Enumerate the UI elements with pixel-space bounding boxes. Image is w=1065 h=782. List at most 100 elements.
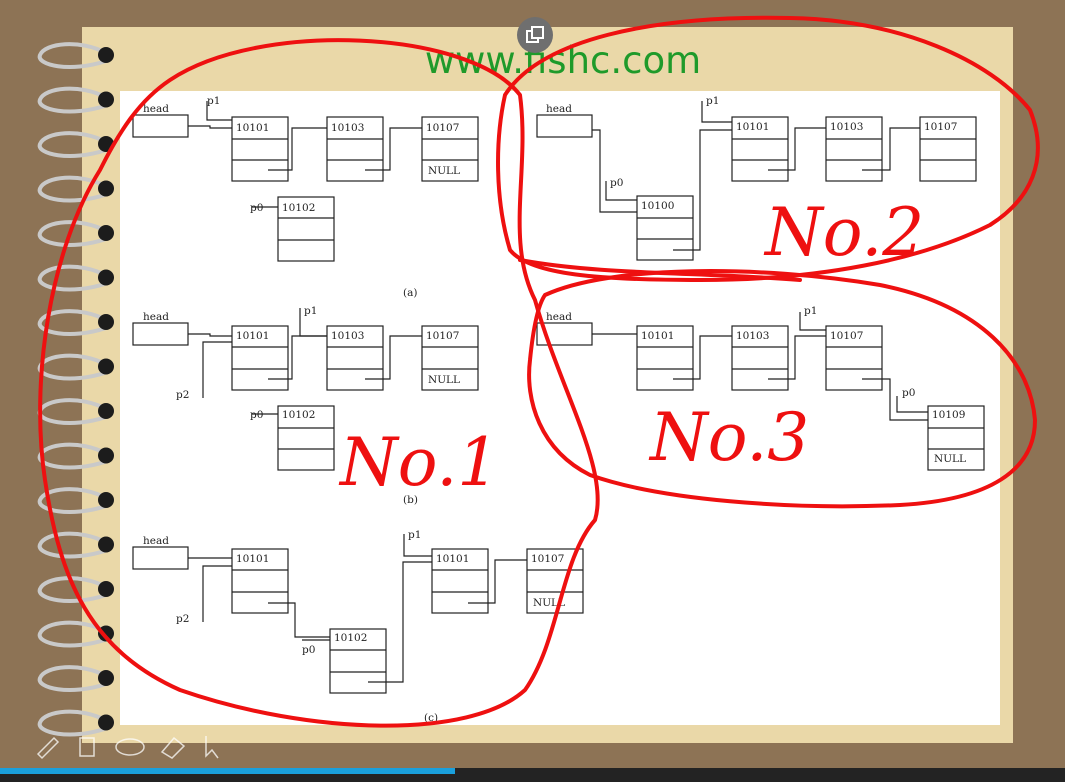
- node-value: 10103: [830, 121, 863, 133]
- p0-label: p0: [610, 177, 623, 189]
- binding-hole: [98, 536, 114, 553]
- binding-hole: [98, 714, 114, 731]
- head-box: [536, 114, 593, 138]
- binding-ring: [37, 442, 107, 470]
- circle-no2: [496, 15, 1040, 282]
- node-value: 10107: [924, 121, 957, 133]
- node-box: [731, 325, 789, 391]
- node-value: 10101: [641, 330, 674, 342]
- binding-ring: [37, 576, 107, 603]
- head-label: head: [143, 311, 169, 323]
- node-box: [927, 405, 985, 471]
- head-label: head: [143, 103, 169, 115]
- eraser-icon[interactable]: [115, 738, 145, 756]
- node-value: 10101: [236, 553, 269, 565]
- node-value: 10101: [736, 121, 769, 133]
- binding-ring: [37, 264, 107, 292]
- node-value: 10103: [331, 122, 364, 134]
- p0-label: p0: [250, 409, 263, 421]
- annotation-no1: No.1: [338, 424, 499, 501]
- binding-ring: [37, 620, 107, 648]
- head-label: head: [143, 535, 169, 547]
- node-value: 10107: [531, 553, 564, 565]
- binding-ring: [37, 175, 107, 203]
- p1-label: p1: [706, 95, 719, 107]
- p1-label: p1: [408, 529, 421, 541]
- binding-ring: [37, 309, 107, 336]
- binding-hole: [98, 447, 114, 464]
- head-label: head: [546, 311, 572, 323]
- node-value: 10101: [236, 122, 269, 134]
- binding-ring: [37, 709, 107, 737]
- node-value: 10101: [436, 553, 469, 565]
- binding-hole: [98, 225, 114, 241]
- binding-ring: [37, 86, 107, 114]
- node-value: 10101: [236, 330, 269, 342]
- node-box: [825, 325, 883, 391]
- node-value: 10107: [830, 330, 863, 342]
- node-box: [421, 116, 479, 182]
- node-value: 10102: [282, 409, 315, 421]
- node-box: [421, 325, 479, 391]
- binding-ring: [37, 487, 107, 514]
- pointer-icon[interactable]: [205, 736, 219, 759]
- circle-no3: [527, 269, 1037, 509]
- binding-hole: [98, 358, 114, 375]
- node-box: [231, 548, 289, 614]
- binding-hole: [98, 269, 114, 286]
- binding-ring: [37, 42, 107, 69]
- node-box: [919, 116, 977, 182]
- diagram-sheet: [120, 91, 1000, 725]
- node-box: [329, 628, 387, 694]
- p1-label: p1: [207, 95, 220, 107]
- binding-ring: [37, 665, 107, 692]
- node-value: 10107: [426, 122, 459, 134]
- p1-label: p1: [804, 305, 817, 317]
- p2-label: p2: [176, 613, 189, 625]
- node-value: 10109: [932, 409, 965, 421]
- p2-label: p2: [176, 389, 189, 401]
- binding-hole: [98, 492, 114, 508]
- binding-hole: [98, 403, 114, 419]
- annotation-no3: No.3: [648, 399, 809, 476]
- binding-ring: [37, 220, 107, 247]
- shape-icon[interactable]: [160, 736, 186, 759]
- p0-label: p0: [302, 644, 315, 656]
- binding-hole: [98, 47, 114, 63]
- drawing-toolbar: [36, 736, 219, 760]
- node-box: [231, 325, 289, 391]
- node-value: 10103: [331, 330, 364, 342]
- null-label: NULL: [428, 165, 460, 177]
- binding-hole: [98, 91, 114, 108]
- binding-ring: [37, 531, 107, 559]
- highlighter-icon[interactable]: [79, 737, 95, 757]
- caption-b: (b): [403, 494, 418, 506]
- external-window-icon[interactable]: [517, 17, 553, 53]
- node-value: 10103: [736, 330, 769, 342]
- p1-label: p1: [304, 305, 317, 317]
- binding-hole: [98, 314, 114, 330]
- annotation-no2: No.2: [763, 194, 924, 271]
- node-value: 10107: [426, 330, 459, 342]
- node-box: [326, 116, 384, 182]
- node-box: [326, 325, 384, 391]
- null-label: NULL: [428, 374, 460, 386]
- node-value: 10102: [334, 632, 367, 644]
- pen-icon[interactable]: [36, 736, 60, 760]
- node-box: [231, 116, 289, 182]
- node-box: [277, 405, 335, 471]
- node-value: 10102: [282, 202, 315, 214]
- node-box: [277, 196, 335, 262]
- node-box: [825, 116, 883, 182]
- binding-hole: [98, 581, 114, 597]
- node-box: [731, 116, 789, 182]
- head-label: head: [546, 103, 572, 115]
- caption-a: (a): [403, 287, 417, 299]
- circle-no1: [38, 38, 600, 728]
- spiral-binding: [37, 42, 114, 737]
- node-box: [636, 195, 694, 261]
- arrow-stroke: [518, 258, 802, 282]
